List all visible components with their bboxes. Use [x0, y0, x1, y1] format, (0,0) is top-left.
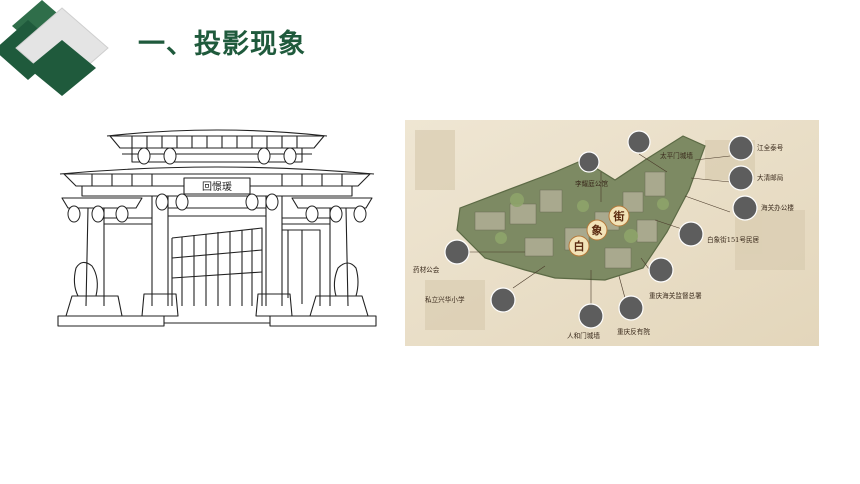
photo-baixiang-151 [678, 221, 704, 247]
logo-diamond-bottom [28, 40, 96, 96]
label-li-yaoting: 李耀庭公馆 [575, 179, 608, 188]
logo-diamonds [0, 0, 109, 96]
label-jiangquan: 江全泰号 [757, 143, 784, 152]
photo-jiangquan [728, 135, 754, 161]
label-medicine-guild: 药材公会 [413, 265, 440, 274]
label-baixiang-151: 白象街151号民居 [707, 235, 760, 244]
photo-li-yaoting [578, 151, 600, 173]
street-char-1: 白 [574, 239, 585, 253]
label-taiping-gate: 太平门城墙 [660, 151, 693, 160]
street-name-markers: 白 象 街 [568, 205, 630, 257]
photo-customs-supervisor [648, 257, 674, 283]
label-daqing-post: 大清邮局 [757, 173, 784, 182]
page-title: 一、投影现象 [138, 29, 306, 60]
photo-medicine-guild [444, 239, 470, 265]
label-huaxing-school: 私立兴华小学 [425, 295, 465, 304]
photo-daqing-post [728, 165, 754, 191]
photo-chongqing-court [618, 295, 644, 321]
street-char-3: 街 [613, 209, 625, 223]
label-customs-office: 海关办公楼 [761, 203, 794, 212]
label-renhe-gate: 人和门城墙 [567, 331, 600, 340]
photo-huaxing-school [490, 287, 516, 313]
gate-plaque-text: 回憬瑗 [202, 180, 232, 193]
photo-customs-office [732, 195, 758, 221]
photo-taiping-gate [627, 130, 651, 154]
district-map: 白 象 街 太平门城墙 李耀庭公馆 江全泰号 大清邮局 海关办公楼 白象街151… [405, 120, 819, 346]
label-chongqing-court: 重庆反有院 [617, 327, 650, 336]
label-customs-supervisor: 重庆海关监督总署 [649, 291, 702, 300]
photo-renhe-gate [578, 303, 604, 329]
gate-drawing: 回憬瑗 [57, 129, 377, 327]
street-char-2: 象 [592, 223, 603, 237]
